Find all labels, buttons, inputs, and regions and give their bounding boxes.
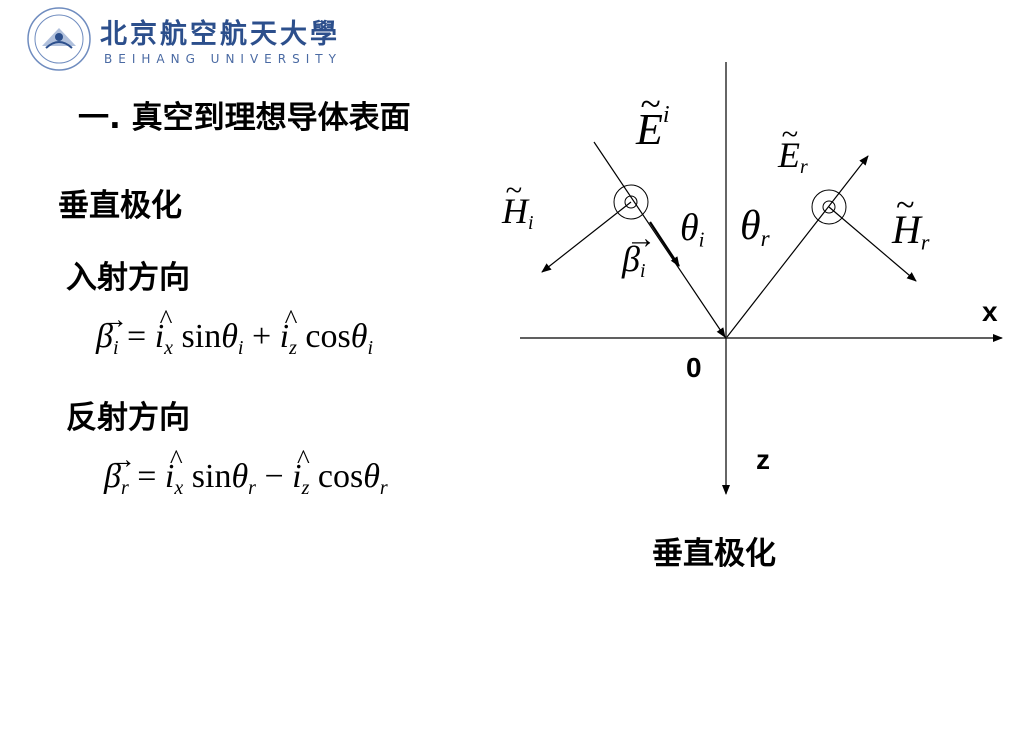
H-r-arrow (828, 206, 917, 282)
university-name-en: BEIHANG UNIVERSITY (104, 52, 342, 66)
E-r-out-of-page-symbol (811, 189, 847, 225)
label-H-i: ~Hi (502, 173, 534, 234)
diagram-caption: 垂直极化 (652, 536, 776, 572)
incident-ray (593, 141, 726, 338)
reflected-ray (726, 155, 869, 338)
label-E-r: ~Er (778, 117, 808, 178)
label-theta-i: θi (680, 207, 705, 252)
university-name-cn: 北京航空航天大學 (100, 19, 340, 50)
E-i-out-of-page-symbol (613, 184, 649, 220)
H-i-arrow (541, 201, 632, 273)
reflected-heading: 反射方向 (66, 400, 190, 436)
incident-equation: →βi = ^ix sinθi + ^iz cosθi (96, 303, 374, 359)
label-E-i: ~Ei (636, 84, 670, 154)
slide-title: 一. 真空到理想导体表面 (78, 100, 411, 136)
beta-i-arrow (649, 221, 680, 267)
polarization-label: 垂直极化 (58, 188, 182, 224)
origin-label: 0 (686, 352, 702, 383)
axis-z-label: z (756, 444, 770, 475)
university-seal-icon (27, 7, 91, 71)
label-beta-i: →βi (622, 221, 657, 282)
label-H-r: ~Hr (892, 187, 930, 255)
incident-heading: 入射方向 (66, 260, 190, 296)
label-theta-r: θr (740, 203, 770, 251)
reflected-equation: →βr = ^ix sinθr − ^iz cosθr (104, 443, 388, 499)
axis-x-label: x (982, 296, 998, 327)
